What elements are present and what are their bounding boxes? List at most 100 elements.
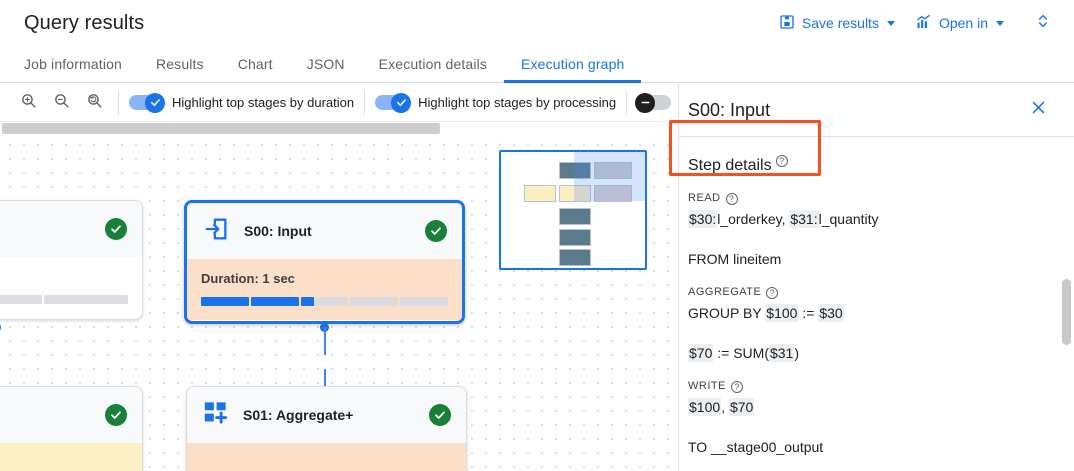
tab-execution-graph[interactable]: Execution graph [504, 46, 642, 83]
detail-value-write-to: TO __stage00_output [688, 439, 824, 455]
minimap-node [559, 249, 591, 266]
chart-bar-icon [915, 14, 932, 33]
node-body: Duration: 1 sec [187, 259, 462, 320]
panel-scroll-area[interactable]: Step details ? READ ? $30:l_orderkey, $3… [679, 137, 1074, 471]
node-duration-text [0, 269, 128, 284]
minimap-node [559, 229, 591, 246]
detail-value-read-columns: $30:l_orderkey, $31:l_quantity [688, 210, 879, 228]
help-circle-icon[interactable]: ? [725, 193, 738, 205]
toggle-switch-duration[interactable] [129, 92, 165, 113]
toolbar-divider [626, 90, 628, 115]
graph-node-partial-top[interactable] [0, 200, 143, 320]
status-success-icon [105, 218, 127, 240]
zoom-in-button[interactable] [14, 89, 42, 117]
toggle-switch-processing[interactable] [375, 92, 412, 113]
zoom-in-icon [20, 92, 37, 114]
close-button[interactable] [1024, 96, 1052, 124]
detail-value-read-from: FROM lineitem [688, 251, 782, 267]
graph-toolbar: Highlight top stages by duration Highlig… [0, 84, 678, 122]
node-header [0, 201, 142, 257]
minimap-node [594, 185, 632, 202]
zoom-out-button[interactable] [47, 89, 75, 117]
graph-node-s01-aggregate[interactable]: S01: Aggregate+ [186, 386, 467, 471]
node-duration-text [0, 455, 128, 470]
open-in-button[interactable]: Open in [905, 6, 1014, 41]
chevron-down-icon [996, 20, 1004, 26]
minimap-node [559, 185, 591, 202]
node-body [0, 443, 142, 471]
panel-scrollbar-thumb[interactable] [1062, 279, 1071, 345]
progress-segment [350, 297, 399, 306]
tab-chart[interactable]: Chart [237, 56, 273, 72]
minimap-viewport-rect[interactable] [574, 152, 646, 201]
toggle-knob [635, 92, 656, 113]
node-header [0, 387, 142, 443]
tab-execution-details[interactable]: Execution details [378, 56, 488, 72]
detail-value-write-columns: $100, $70 [688, 398, 755, 416]
minimap-node [559, 162, 591, 179]
tab-job-information[interactable]: Job information [24, 56, 122, 72]
zoom-controls [0, 89, 108, 117]
progress-segment [44, 295, 129, 304]
progress-segment [250, 297, 299, 306]
expand-collapse-button[interactable] [1026, 6, 1060, 40]
tab-json[interactable]: JSON [306, 56, 345, 72]
tab-results[interactable]: Results [155, 56, 204, 72]
page-header: Query results Save results [0, 0, 1074, 46]
detail-label-text: WRITE [688, 380, 726, 392]
node-progress-bar [0, 295, 129, 304]
detail-label-read: READ ? [688, 191, 1052, 205]
edge-line [323, 327, 326, 355]
status-success-icon [425, 220, 447, 242]
execution-graph-canvas[interactable]: 59.01M records ecords S00: Input Dura [0, 122, 678, 471]
panel-header: S00: Input [679, 84, 1074, 136]
execution-graph-minimap[interactable] [499, 150, 647, 270]
close-icon [1030, 99, 1047, 121]
scrollbar-thumb[interactable] [2, 123, 440, 134]
node-body [0, 257, 142, 318]
node-header: S00: Input [187, 203, 462, 259]
zoom-reset-button[interactable] [80, 89, 108, 117]
progress-segment [201, 297, 249, 306]
open-in-label: Open in [938, 15, 988, 31]
page-title: Query results [24, 11, 145, 34]
panel-divider [679, 136, 1074, 137]
detail-label-write: WRITE ? [688, 379, 1052, 393]
panel-title: S00: Input [688, 99, 771, 120]
toggle-switch-third[interactable] [635, 92, 672, 113]
minimap-node [559, 208, 591, 225]
toggle-third-option[interactable] [635, 92, 672, 113]
toggle-knob [145, 92, 165, 113]
toolbar-divider [118, 90, 119, 115]
graph-node-s00-input[interactable]: S00: Input Duration: 1 sec [184, 200, 465, 324]
toggle-highlight-processing[interactable]: Highlight top stages by processing [375, 92, 617, 113]
toggle-label-duration: Highlight top stages by duration [172, 95, 355, 110]
detail-value-sum: $70 := SUM($31) [688, 344, 800, 362]
input-arrow-icon [202, 215, 230, 248]
graph-node-partial-bottom[interactable] [0, 386, 143, 471]
detail-label-text: AGGREGATE [688, 286, 762, 298]
save-results-button[interactable]: Save results [769, 6, 905, 41]
chevron-down-icon [886, 20, 895, 26]
minimap-node [594, 162, 632, 179]
progress-segment [300, 297, 349, 306]
minimap-node [524, 185, 556, 202]
detail-label-text: READ [688, 192, 721, 204]
canvas-horizontal-scrollbar[interactable] [0, 122, 678, 135]
header-actions: Save results Open in [769, 6, 1074, 41]
results-tabbar: Job information Results Chart JSON Execu… [0, 46, 1074, 83]
detail-label-aggregate: AGGREGATE ? [688, 285, 1052, 299]
toggle-highlight-duration[interactable]: Highlight top stages by duration [129, 92, 355, 113]
save-results-label: Save results [801, 15, 879, 31]
help-circle-icon[interactable]: ? [730, 381, 743, 393]
zoom-reset-icon [86, 92, 103, 114]
zoom-out-icon [53, 92, 70, 114]
expand-collapse-icon [1035, 12, 1051, 35]
help-circle-icon[interactable]: ? [766, 287, 779, 299]
node-title: S01: Aggregate+ [243, 407, 354, 423]
node-title: S00: Input [244, 223, 312, 239]
help-circle-icon[interactable]: ? [775, 155, 788, 167]
edge-connector-dot [0, 323, 1, 332]
toggle-label-processing: Highlight top stages by processing [418, 95, 617, 110]
